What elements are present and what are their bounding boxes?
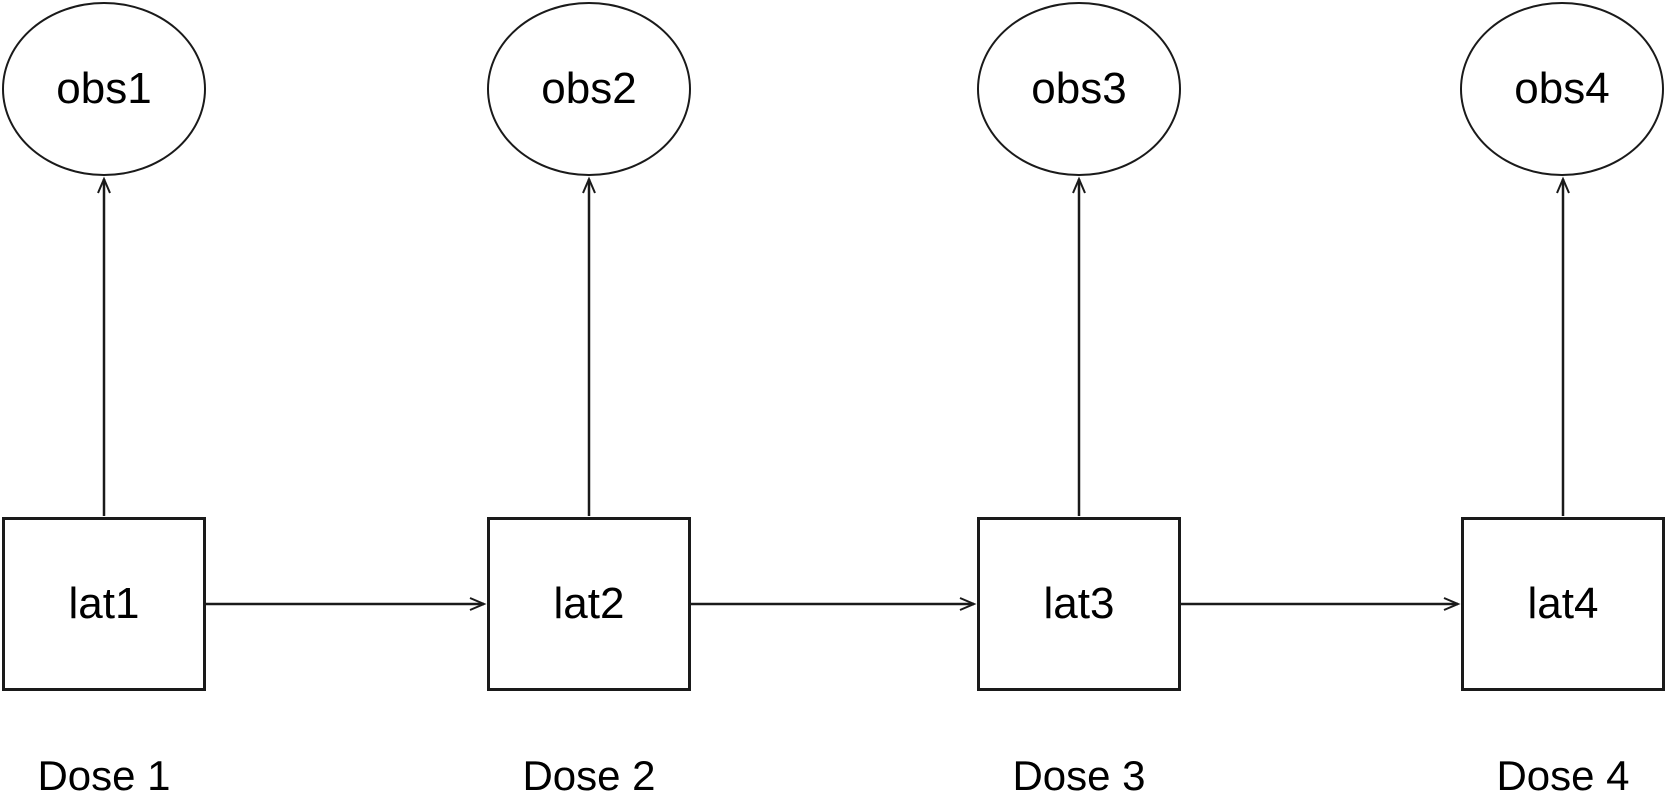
node-obs4-label: obs4: [1514, 64, 1610, 113]
node-obs3: obs3: [977, 2, 1181, 176]
node-obs2: obs2: [487, 2, 691, 176]
node-lat1: lat1: [2, 517, 206, 691]
node-lat4-label: lat4: [1527, 579, 1599, 628]
node-lat1-label: lat1: [68, 579, 140, 628]
dose-label-2: Dose 2: [522, 752, 656, 799]
node-obs3-label: obs3: [1031, 64, 1127, 113]
dose-label-3: Dose 3: [1012, 752, 1146, 799]
node-obs1: obs1: [2, 2, 206, 176]
node-obs4: obs4: [1460, 2, 1664, 176]
node-obs1-label: obs1: [56, 64, 152, 113]
node-lat3: lat3: [977, 517, 1181, 691]
dose-label-1: Dose 1: [37, 752, 171, 799]
node-lat2: lat2: [487, 517, 691, 691]
dose-label-4: Dose 4: [1496, 752, 1630, 799]
node-lat4: lat4: [1461, 517, 1665, 691]
node-lat3-label: lat3: [1043, 579, 1115, 628]
node-lat2-label: lat2: [553, 579, 625, 628]
node-obs2-label: obs2: [541, 64, 637, 113]
